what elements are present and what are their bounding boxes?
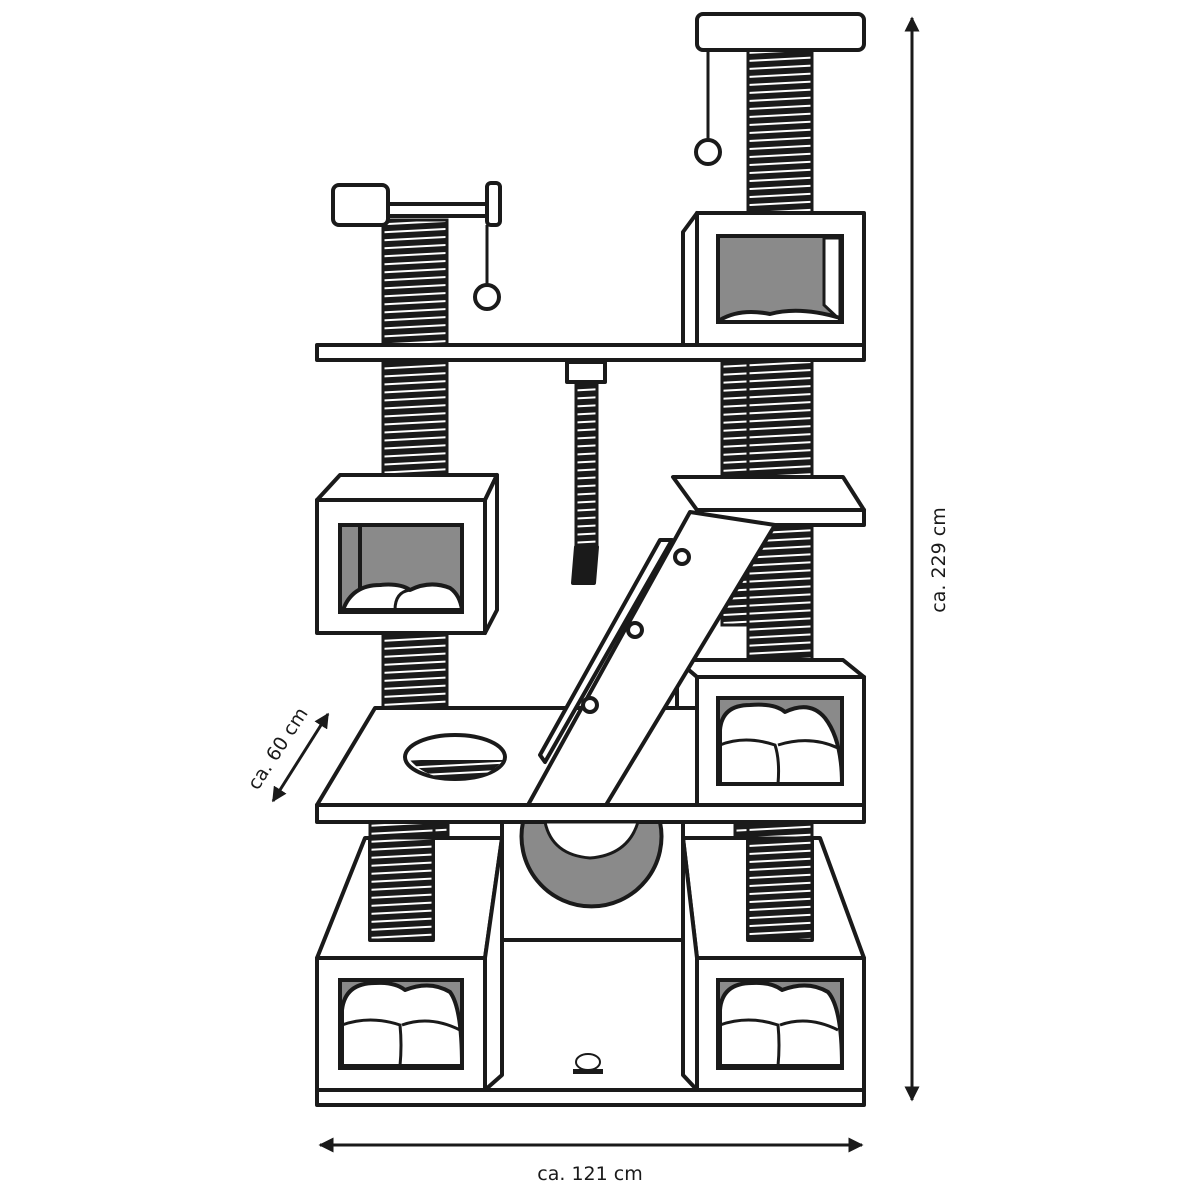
width-label: ca. 121 cm bbox=[537, 1163, 642, 1185]
sisal-rope bbox=[565, 360, 607, 585]
top-platform bbox=[695, 12, 866, 52]
toy-ball bbox=[473, 283, 501, 311]
width-dimension: ca. 121 cm bbox=[318, 1137, 864, 1185]
height-dimension: ca. 229 cm bbox=[904, 16, 950, 1102]
top-left-perch bbox=[331, 181, 502, 311]
logo bbox=[573, 1053, 603, 1074]
base-plate bbox=[315, 1088, 866, 1107]
ramp bbox=[526, 510, 777, 807]
base bbox=[315, 820, 866, 1107]
left-cave bbox=[315, 473, 499, 635]
right-cave bbox=[675, 658, 866, 807]
height-label: ca. 229 cm bbox=[928, 507, 950, 612]
top-right-cave bbox=[681, 211, 866, 347]
depth-label: ca. 60 cm bbox=[243, 704, 312, 794]
upper-shelf bbox=[315, 343, 866, 362]
depth-dimension: ca. 60 cm bbox=[243, 704, 330, 803]
toy-ball bbox=[694, 138, 722, 166]
